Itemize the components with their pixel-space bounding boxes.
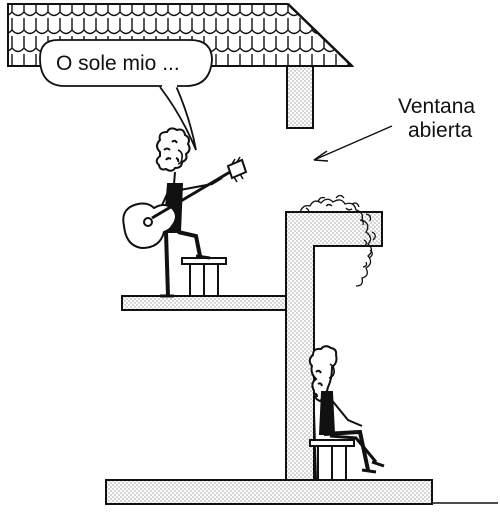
upper-floor-ledge — [121, 295, 293, 311]
guitar — [122, 156, 248, 250]
listener — [308, 345, 385, 474]
window-annotation: Ventana abierta — [313, 95, 475, 162]
lower-chair — [309, 411, 355, 481]
upper-stool — [181, 257, 227, 296]
speech-bubble-text: O sole mio ... — [56, 52, 180, 75]
speech-bubble: O sole mio ... — [39, 39, 213, 151]
chimney — [286, 65, 314, 129]
ground-floor — [105, 479, 433, 505]
arrow-head — [313, 150, 329, 162]
annotation-line-1: Ventana — [398, 95, 475, 118]
plant — [299, 194, 376, 287]
annotation-arrow — [313, 125, 393, 161]
annotation-line-2: abierta — [408, 119, 473, 142]
